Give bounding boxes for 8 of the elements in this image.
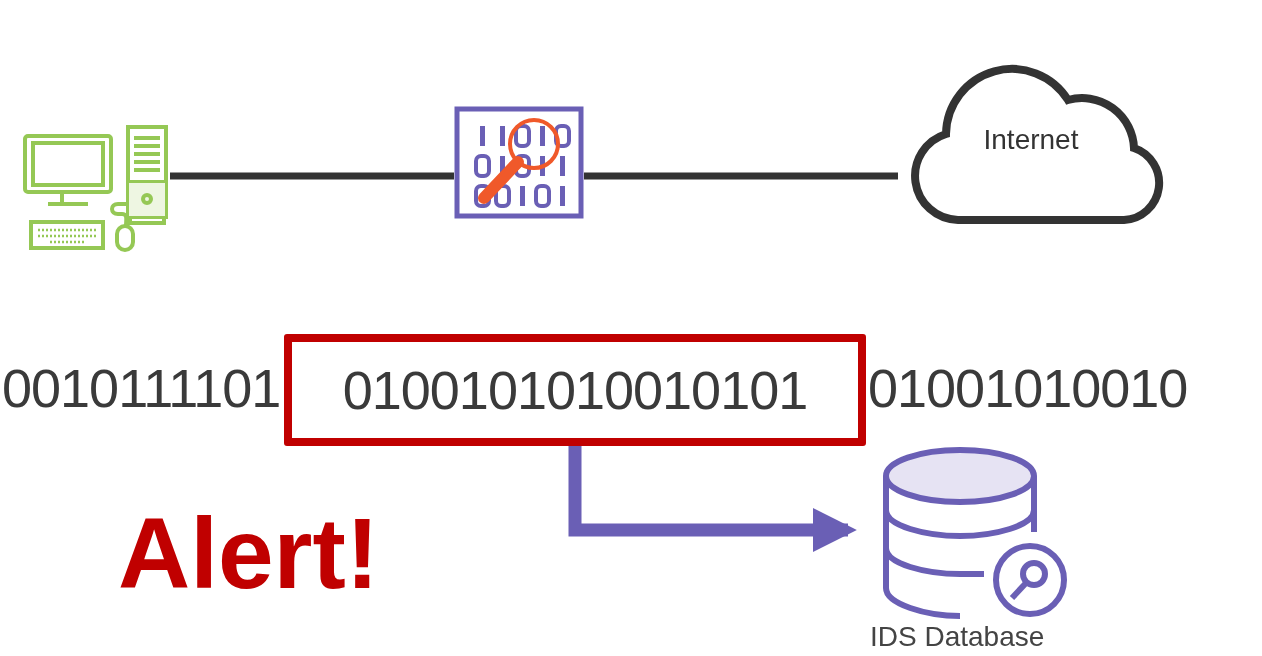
binary-text: 0010111101 [2, 357, 281, 420]
binary-text: 0100101010010101 [341, 359, 809, 422]
binary-text: 01001010010 [868, 357, 1188, 420]
node-label: Internet [982, 124, 1080, 156]
highlight-frame [284, 334, 866, 446]
arrow [568, 446, 857, 553]
alert-text: Alert! [118, 498, 380, 608]
node-label: IDS Database [870, 620, 1045, 654]
